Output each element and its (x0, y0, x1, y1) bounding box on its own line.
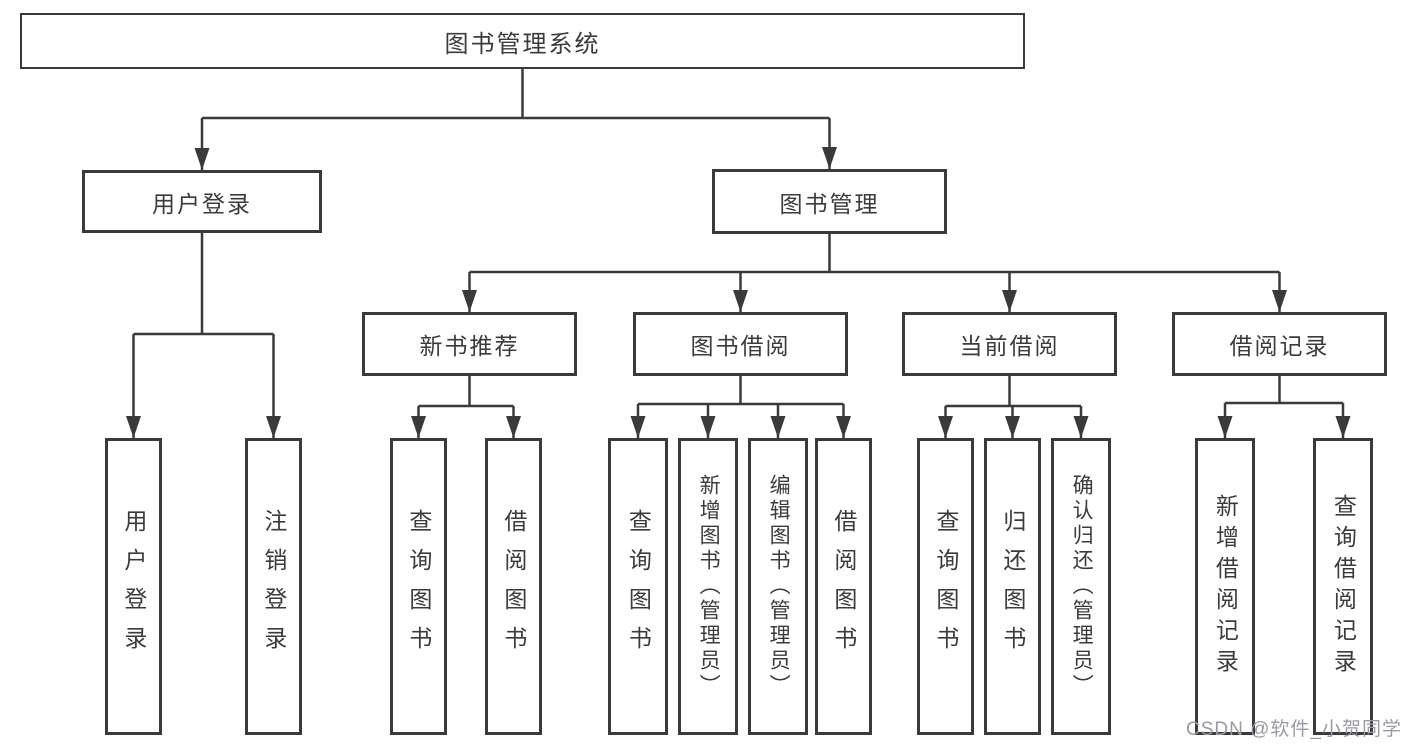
node-label: 图书管理系统 (444, 30, 601, 58)
node-label: 注销登录 (260, 508, 287, 665)
leaf-bb-borrow-books: 借阅图书 (815, 438, 872, 735)
node-label: 用户登录 (120, 508, 147, 665)
node-label: 图书借阅 (690, 333, 791, 359)
leaf-bb-query-books: 查询图书 (608, 438, 668, 735)
leaf-bb-edit-books-admin: 编辑图书（管理员） (748, 438, 808, 735)
node-label: 借阅图书 (830, 508, 857, 665)
leaf-br-query-record: 查询借阅记录 (1313, 438, 1373, 735)
node-root-library-system: 图书管理系统 (20, 13, 1025, 69)
node-book-borrowing: 图书借阅 (633, 312, 848, 376)
node-book-management: 图书管理 (712, 169, 947, 234)
node-label: 当前借阅 (959, 333, 1060, 359)
node-label: 查询借阅记录 (1330, 493, 1357, 680)
node-label: 编辑图书（管理员） (767, 474, 791, 699)
node-label: 新增图书（管理员） (697, 474, 721, 699)
node-label: 查询图书 (932, 508, 959, 665)
watermark: CSDN @软件_小贺同学 (1186, 719, 1402, 740)
node-label: 借阅图书 (500, 508, 527, 665)
node-label: 归还图书 (999, 508, 1026, 665)
node-label: 新增借阅记录 (1212, 493, 1239, 680)
leaf-br-add-record: 新增借阅记录 (1195, 438, 1255, 735)
node-user-login: 用户登录 (82, 170, 322, 233)
node-label: 借阅记录 (1229, 333, 1330, 359)
node-borrowing-records: 借阅记录 (1172, 312, 1387, 376)
leaf-logout: 注销登录 (245, 438, 302, 735)
node-current-borrowing: 当前借阅 (902, 312, 1117, 376)
node-label: 确认归还（管理员） (1070, 474, 1094, 699)
node-label: 新书推荐 (419, 333, 520, 359)
node-label: 查询图书 (625, 508, 652, 665)
leaf-cb-return-books: 归还图书 (984, 438, 1041, 735)
node-label: 用户登录 (152, 190, 252, 217)
node-label: 查询图书 (405, 508, 432, 665)
leaf-bb-add-books-admin: 新增图书（管理员） (678, 438, 738, 735)
node-new-book-recommend: 新书推荐 (362, 312, 577, 376)
leaf-nbr-borrow-books: 借阅图书 (485, 438, 542, 735)
leaf-user-login: 用户登录 (105, 438, 162, 735)
leaf-cb-query-books: 查询图书 (917, 438, 974, 735)
leaf-cb-confirm-return-admin: 确认归还（管理员） (1051, 438, 1111, 735)
node-label: 图书管理 (779, 190, 880, 217)
leaf-nbr-query-books: 查询图书 (390, 438, 447, 735)
